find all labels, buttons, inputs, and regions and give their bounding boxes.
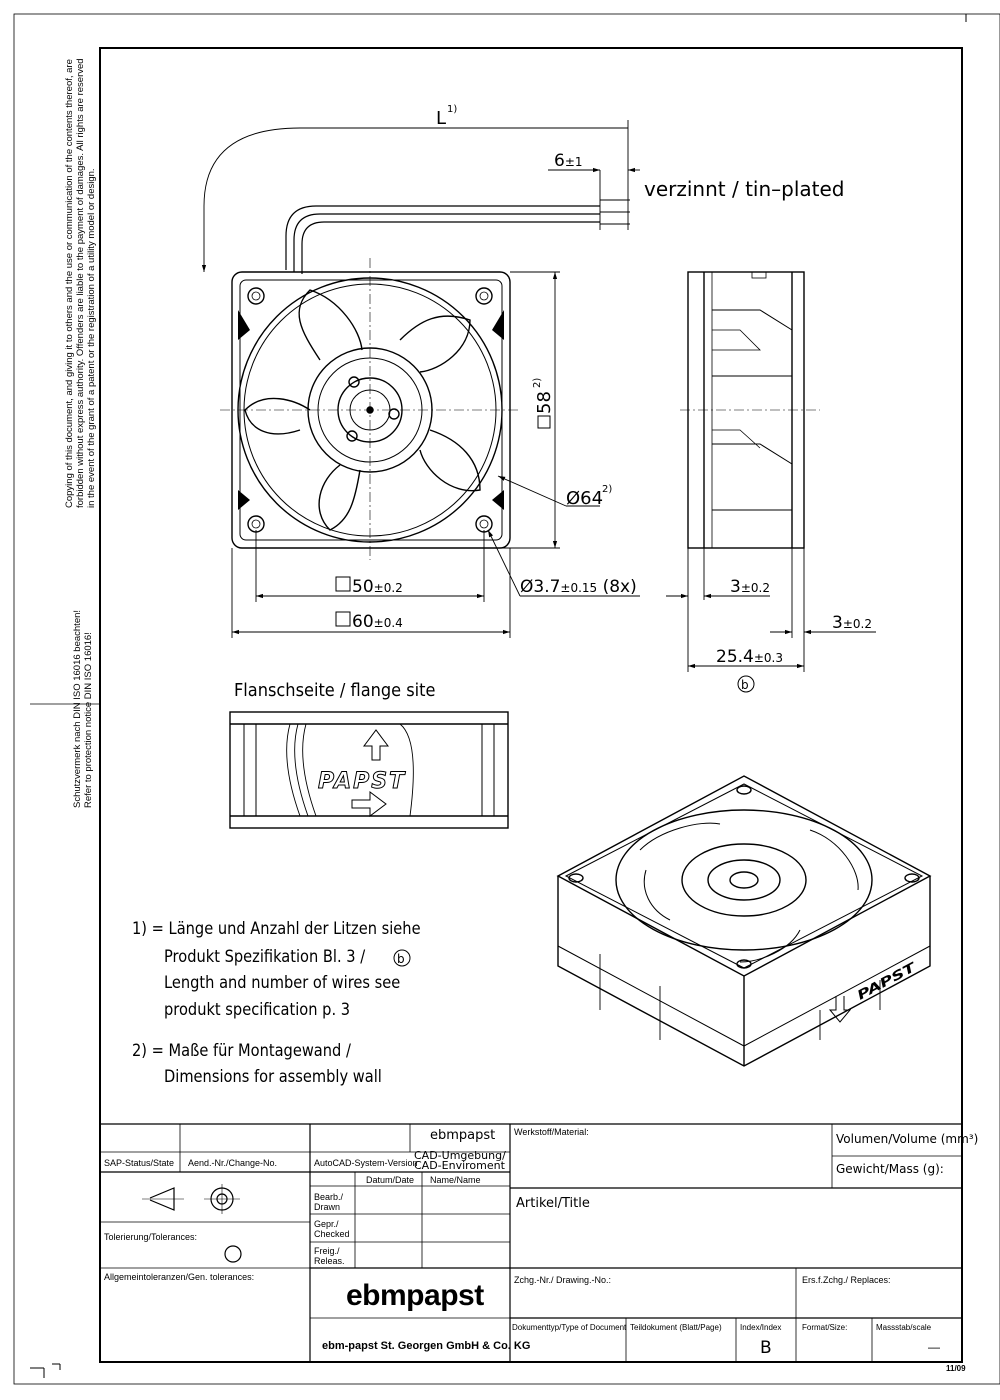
- frame-size: 60: [352, 612, 374, 632]
- cad-env-line-2: CAD-Enviroment: [414, 1159, 505, 1172]
- depth-ref: b: [741, 678, 749, 692]
- hole-dia-tol: ±0.15: [560, 581, 597, 595]
- diameter-label: Ø64: [566, 488, 603, 509]
- strip-length-label: 6±1: [554, 151, 583, 171]
- released-label-de: Freig./: [314, 1246, 340, 1256]
- hole-dia-label: Ø3.7±0.15 (8x): [520, 577, 637, 597]
- scale-value: —: [928, 1340, 940, 1354]
- flange-thk2: 3: [832, 613, 843, 633]
- hole-pitch-tol: ±0.2: [374, 581, 403, 595]
- note-2-line-1: 2) = Maße für Montagewand /: [132, 1041, 351, 1061]
- tolerances-label: Tolerierung/Tolerances:: [104, 1232, 198, 1242]
- mass-label: Gewicht/Mass (g):: [836, 1162, 944, 1176]
- index-label: Index/Index: [740, 1323, 782, 1332]
- hole-count: (8x): [597, 577, 637, 597]
- sheet-date: 11/09: [946, 1364, 966, 1373]
- strip-length: 6: [554, 151, 565, 171]
- flange-thk1-label: 3±0.2: [730, 577, 770, 597]
- tin-plated-label: verzinnt / tin–plated: [644, 177, 845, 201]
- svg-text:2): 2): [532, 378, 543, 388]
- hole-pitch-label: 50±0.2: [335, 576, 403, 597]
- checked-label: Gepr./ Checked: [314, 1219, 350, 1239]
- company-name: ebm-papst St. Georgen GmbH & Co. KG: [322, 1340, 531, 1352]
- gen-tolerances-label: Allgemeintoleranzen/Gen. tolerances:: [104, 1272, 255, 1282]
- material-label: Werkstoff/Material:: [514, 1127, 589, 1137]
- note-ref: b: [397, 952, 405, 966]
- released-label-en: Releas.: [314, 1256, 345, 1266]
- isometric-view: [556, 775, 932, 1067]
- flange-side-view: [229, 711, 509, 829]
- note-1-line-4: produkt specification p. 3: [164, 1000, 351, 1020]
- note-1-line-1: 1) = Länge und Anzahl der Litzen siehe: [132, 919, 421, 939]
- title-label: Artikel/Title: [516, 1196, 590, 1211]
- date-label: Datum/Date: [366, 1175, 415, 1185]
- strip-length-tol: ±1: [565, 155, 583, 169]
- sub-doc-label: Teildokument (Blatt/Page): [630, 1323, 722, 1332]
- released-label: Freig./ Releas.: [314, 1246, 345, 1266]
- brand-logo: ebmpapst: [346, 1279, 484, 1312]
- flange-side-caption: Flanschseite / flange site: [234, 680, 436, 701]
- drawn-label: Bearb./ Drawn: [314, 1192, 343, 1212]
- autocad-version-label: AutoCAD-System-Version: [314, 1158, 418, 1168]
- checked-label-en: Checked: [314, 1229, 350, 1239]
- hole-pitch: 50: [352, 577, 374, 597]
- drawing-no-label: Zchg.-Nr./ Drawing.-No.:: [514, 1275, 612, 1285]
- drawn-label-de: Bearb./: [314, 1192, 344, 1202]
- flange-logo: PAPST: [318, 769, 406, 794]
- brand-small: ebmpapst: [430, 1128, 496, 1143]
- svg-text:60±0.4: 60±0.4: [352, 612, 403, 632]
- diameter-note: 2): [602, 484, 612, 495]
- index-value: B: [760, 1338, 772, 1358]
- checked-label-de: Gepr./: [314, 1219, 339, 1229]
- name-label: Name/Name: [430, 1175, 481, 1185]
- hole-dia: Ø3.7: [520, 577, 560, 597]
- volume-label: Volumen/Volume (mm³): [836, 1132, 979, 1146]
- svg-text:58: 58: [534, 391, 555, 414]
- depth: 25.4: [716, 647, 754, 667]
- note-1-line-3: Length and number of wires see: [164, 973, 401, 993]
- frame-label: 60±0.4: [335, 611, 403, 632]
- frame-tol: ±0.4: [374, 616, 403, 630]
- change-no-label: Aend.-Nr./Change-No.: [188, 1158, 278, 1168]
- cable-length-label: L: [436, 108, 446, 129]
- sap-status-label: SAP-Status/State: [104, 1158, 175, 1168]
- replaces-label: Ers.f.Zchg./ Replaces:: [802, 1275, 891, 1285]
- note-1-line-2: Produkt Spezifikation Bl. 3 /: [164, 947, 366, 967]
- scale-label: Massstab/scale: [876, 1323, 932, 1332]
- drawn-label-en: Drawn: [314, 1202, 341, 1212]
- outer-square-label: 58 2): [532, 378, 555, 429]
- flange-thk1: 3: [730, 577, 741, 597]
- flange-thk2-label: 3±0.2: [832, 613, 872, 633]
- doc-type-label: Dokumenttyp/Type of Document: [512, 1323, 627, 1332]
- format-label: Format/Size:: [802, 1323, 848, 1332]
- depth-label: 25.4±0.3: [716, 647, 783, 667]
- depth-tol: ±0.3: [754, 651, 783, 665]
- cad-env-line-1: CAD-Umgebung/: [414, 1149, 506, 1162]
- cable-length-note: 1): [447, 104, 457, 115]
- flange-thk2-tol: ±0.2: [843, 617, 872, 631]
- note-2-line-2: Dimensions for assembly wall: [164, 1067, 382, 1087]
- flange-thk1-tol: ±0.2: [741, 581, 770, 595]
- svg-text:50±0.2: 50±0.2: [352, 577, 403, 597]
- side-view: [687, 271, 805, 549]
